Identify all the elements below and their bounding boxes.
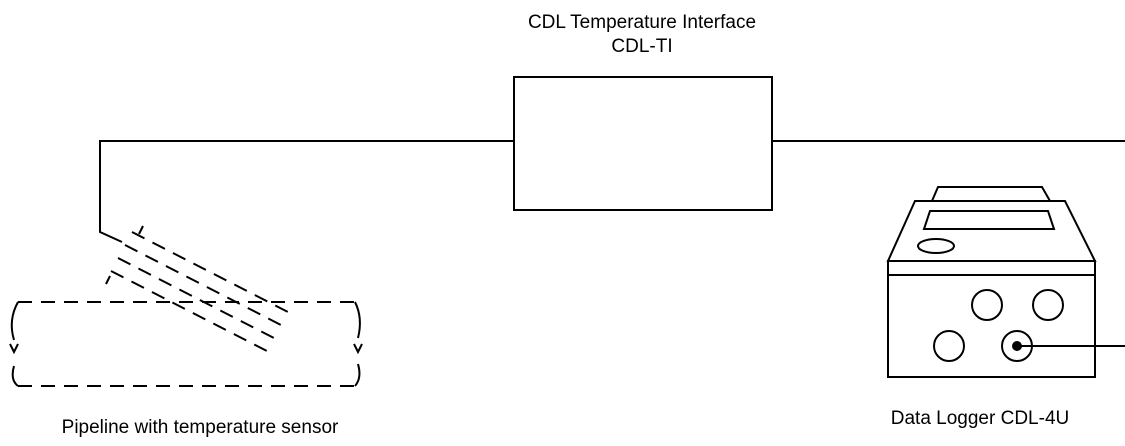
temperature-interface-box — [513, 76, 773, 211]
temperature-sensor-icon — [105, 225, 289, 352]
pipeline-icon — [9, 301, 363, 387]
pipeline-label: Pipeline with temperature sensor — [61, 417, 339, 438]
data-logger-icon — [886, 186, 1097, 378]
logger-label: Data Logger CDL-4U — [890, 408, 1070, 429]
interface-title: CDL Temperature Interface — [527, 12, 757, 33]
sensor-cable — [99, 140, 514, 243]
interface-code: CDL-TI — [611, 36, 673, 57]
